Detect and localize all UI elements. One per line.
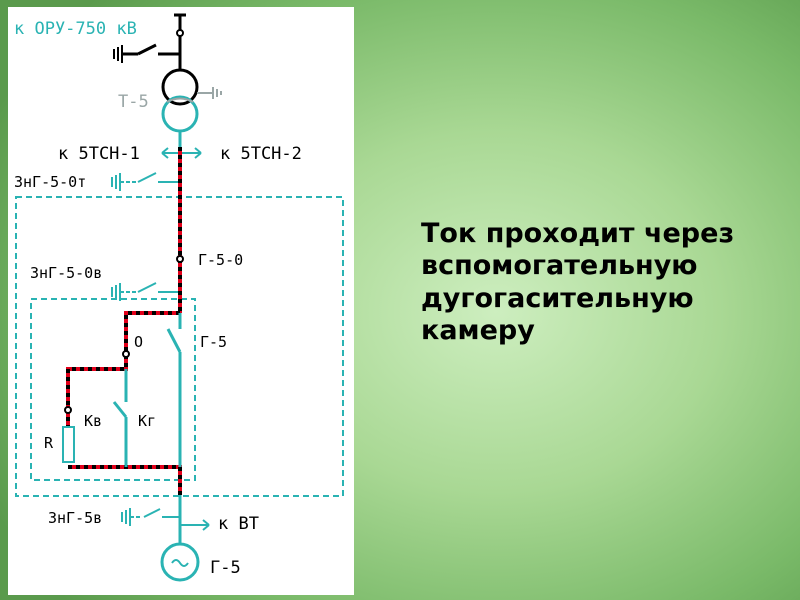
g5-switch-label: Г-5	[200, 333, 227, 351]
caption-line: вспомогательную	[421, 250, 698, 282]
top-disconnector-icon	[174, 13, 186, 69]
earthing-switch-5v-icon	[121, 508, 180, 526]
generator-label: Г-5	[210, 558, 241, 578]
caption-text: Ток проходит через вспомогательную дугог…	[421, 218, 791, 348]
g5-switch-icon	[166, 313, 182, 467]
zng-5v-label: ЗнГ-5в	[48, 509, 102, 527]
o-switch-label: О	[134, 333, 143, 351]
current-path	[66, 147, 182, 495]
g50-contact-icon	[176, 255, 184, 263]
vt-tap-icon	[180, 519, 210, 531]
top-earthing-switch-icon	[113, 43, 180, 63]
caption-line: дугогасительную	[421, 282, 694, 314]
r-label: R	[44, 434, 54, 452]
inner-dashed-zone	[30, 298, 196, 481]
kv-contact-icon	[64, 406, 72, 414]
resistor-icon	[62, 426, 75, 463]
single-line-diagram: к ОРУ-750 кВ Т-5 к 5ТСН-1 к 5ТСН-2 ЗнГ-5…	[14, 13, 344, 582]
tsn1-label: к 5ТСН-1	[58, 144, 140, 164]
kg-switch-icon	[112, 369, 128, 467]
kg-label: Кг	[138, 412, 156, 430]
earthing-switch-0v-icon	[111, 282, 180, 301]
generator-icon	[160, 542, 200, 582]
caption-line: Ток проходит через	[421, 218, 735, 249]
o-switch-contact-icon	[122, 350, 130, 358]
caption-line: камеру	[421, 315, 535, 347]
oru-label: к ОРУ-750 кВ	[14, 19, 137, 39]
diagram-panel: к ОРУ-750 кВ Т-5 к 5ТСН-1 к 5ТСН-2 ЗнГ-5…	[8, 7, 354, 595]
zng-0t-label: ЗнГ-5-0т	[14, 173, 86, 191]
earthing-switch-0t-icon	[111, 172, 180, 191]
transformer-icon	[161, 68, 222, 133]
transformer-label: Т-5	[118, 92, 149, 112]
g50-label: Г-5-0	[198, 251, 243, 269]
tsn2-label: к 5ТСН-2	[220, 144, 302, 164]
kv-label: Кв	[84, 412, 102, 430]
vt-label: к ВТ	[218, 514, 259, 534]
zng-0v-label: ЗнГ-5-0в	[30, 264, 102, 282]
